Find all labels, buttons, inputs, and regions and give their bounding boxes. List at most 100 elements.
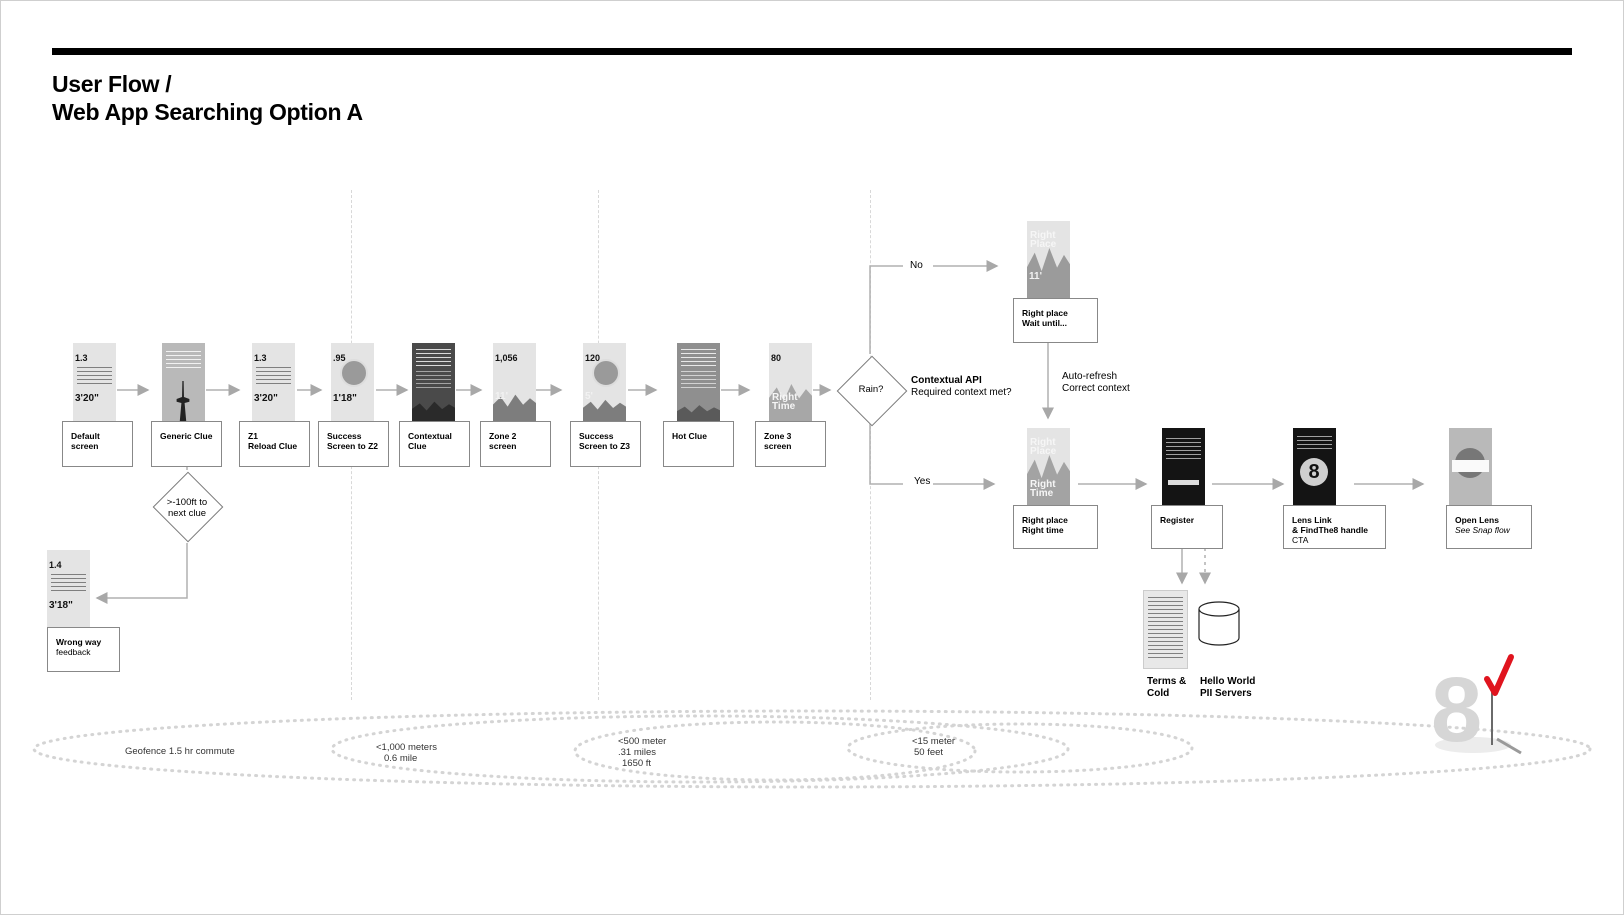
clue-text-lines <box>681 349 716 367</box>
servers-line: PII Servers <box>1200 688 1252 699</box>
step-sublabel: Reload Clue <box>248 441 298 451</box>
step-label: Lens Link <box>1292 515 1332 525</box>
step-lens-link: Lens Link & FindThe8 handle CTA <box>1283 505 1386 549</box>
space-needle-icon <box>176 381 190 421</box>
step-sublabel: feedback <box>56 647 91 657</box>
step-label: Zone 3 <box>764 431 792 441</box>
thumb-stat: 1,056 <box>495 353 518 363</box>
step-label: Contextual <box>408 431 452 441</box>
decision-rain-label: Rain? <box>858 384 884 395</box>
clue-text-lines <box>681 371 716 389</box>
geofence-label-commute: Geofence 1.5 hr commute <box>125 746 235 757</box>
step-generic-clue: Generic Clue <box>151 421 222 467</box>
step-contextual-clue: Contextual Clue <box>399 421 470 467</box>
screen-thumb-z1-reload: 1.3 3'20" <box>252 343 295 421</box>
step-sublabel: Clue <box>408 441 427 451</box>
step-open-lens: Open Lens See Snap flow <box>1446 505 1532 549</box>
thumb-stat: 1.3 <box>254 353 267 363</box>
step-label: Default <box>71 431 100 441</box>
step-success-to-z3: Success Screen to Z3 <box>570 421 641 467</box>
step-default-screen: Default screen <box>62 421 133 467</box>
step-sublabel: screen <box>764 441 792 451</box>
thumb-time: 5' <box>585 391 593 402</box>
thumb-text: Right Time <box>1030 479 1056 499</box>
thumb-time: 11' <box>1029 271 1042 282</box>
thumb-stat: .95 <box>333 353 346 363</box>
step-sublabel: screen <box>489 441 517 451</box>
step-note: CTA <box>1292 535 1309 545</box>
radar-circle-icon <box>340 359 368 387</box>
thumb-text: Right Time <box>772 392 798 412</box>
eight-ball-icon: 8 <box>1300 458 1328 486</box>
step-zone2-screen: Zone 2 screen <box>480 421 551 467</box>
step-z1-reload-clue: Z1 Reload Clue <box>239 421 310 467</box>
geofence-line: 1650 ft <box>622 758 652 769</box>
map-lines <box>77 367 112 385</box>
thumb-stat: 1.3 <box>75 353 88 363</box>
decision-line: next clue <box>167 508 207 519</box>
text-lines <box>1297 436 1332 450</box>
title-line-2: Web App Searching Option A <box>52 99 363 125</box>
thumb-time: 3'20" <box>254 393 278 404</box>
step-label: Hot Clue <box>672 431 707 441</box>
geofence-line: 0.6 mile <box>384 753 418 764</box>
register-input <box>1168 480 1199 485</box>
step-label: Generic Clue <box>160 431 213 441</box>
auto-refresh-line: Auto-refresh <box>1062 371 1118 382</box>
thumb-time: 11' <box>495 391 508 402</box>
auto-refresh-label: Auto-refresh Correct context <box>1062 371 1130 395</box>
geofence-line: 50 feet <box>914 747 944 758</box>
page-title: User Flow / Web App Searching Option A <box>52 70 363 126</box>
step-sublabel: screen <box>71 441 99 451</box>
terms-line: Terms & <box>1147 676 1187 687</box>
header-rule <box>52 48 1572 55</box>
screen-thumb-zone2: 1,056 11' <box>493 343 536 421</box>
branch-yes-label: Yes <box>914 476 931 487</box>
step-label: Wrong way <box>56 637 102 647</box>
thumb-text: Right Place <box>1030 230 1057 250</box>
step-label: Right place <box>1022 308 1068 318</box>
screen-thumb-wrong-way: 1.4 3'18" <box>47 550 90 628</box>
terms-label: Terms & Cold <box>1147 676 1186 700</box>
terms-document-icon <box>1143 590 1188 669</box>
step-hot-clue: Hot Clue <box>663 421 734 467</box>
thumb-stat: 1.4 <box>49 560 62 570</box>
thumb-stat: 80 <box>771 353 782 363</box>
step-sublabel: See Snap flow <box>1455 525 1510 535</box>
step-sublabel: Screen to Z2 <box>327 441 379 451</box>
step-sublabel: Right time <box>1022 525 1064 535</box>
step-label: Success <box>579 431 614 441</box>
step-sublabel: Wait until... <box>1022 318 1068 328</box>
decision-line: >-100ft to <box>166 497 208 508</box>
geofence-line: <1,000 meters <box>376 742 437 753</box>
contextual-api-subtitle: Required context met? <box>911 387 1012 398</box>
screen-thumb-right-place-time: Right Place Right Time <box>1027 428 1070 506</box>
screen-thumb-success-z2: .95 1'18" <box>331 343 374 421</box>
servers-label: Hello World PII Servers <box>1200 676 1255 700</box>
doc-text-lines <box>1148 597 1183 661</box>
landmark-graphic <box>677 405 720 421</box>
auto-refresh-line: Correct context <box>1062 383 1130 394</box>
step-label: Right place <box>1022 515 1068 525</box>
clue-text-lines <box>416 349 451 367</box>
findthe8-logo-icon: 8 <box>1431 654 1522 759</box>
title-line-1: User Flow / <box>52 71 172 97</box>
screen-thumb-open-lens <box>1449 428 1492 506</box>
step-wrong-way-feedback: Wrong way feedback <box>47 627 120 672</box>
servers-line: Hello World <box>1200 676 1256 687</box>
step-label: Register <box>1160 515 1195 525</box>
step-sublabel: Screen to Z3 <box>579 441 631 451</box>
step-sublabel: & FindThe8 handle <box>1292 525 1369 535</box>
screen-thumb-contextual-clue <box>412 343 455 421</box>
geofence-label-15m: <15 meter 50 feet <box>912 736 955 758</box>
clue-text-lines <box>416 371 451 389</box>
terms-line: Cold <box>1147 688 1170 699</box>
thumb-text: Right Place <box>1030 437 1057 457</box>
thumb-time: 3'20" <box>75 393 99 404</box>
geofence-line: <15 meter <box>912 736 956 747</box>
screen-thumb-register <box>1162 428 1205 506</box>
radar-circle-icon <box>592 359 620 387</box>
geofence-label-1000m: <1,000 meters 0.6 mile <box>376 742 437 764</box>
step-success-to-z2: Success Screen to Z2 <box>318 421 389 467</box>
screen-thumb-zone3: 80 Right Time <box>769 343 812 421</box>
